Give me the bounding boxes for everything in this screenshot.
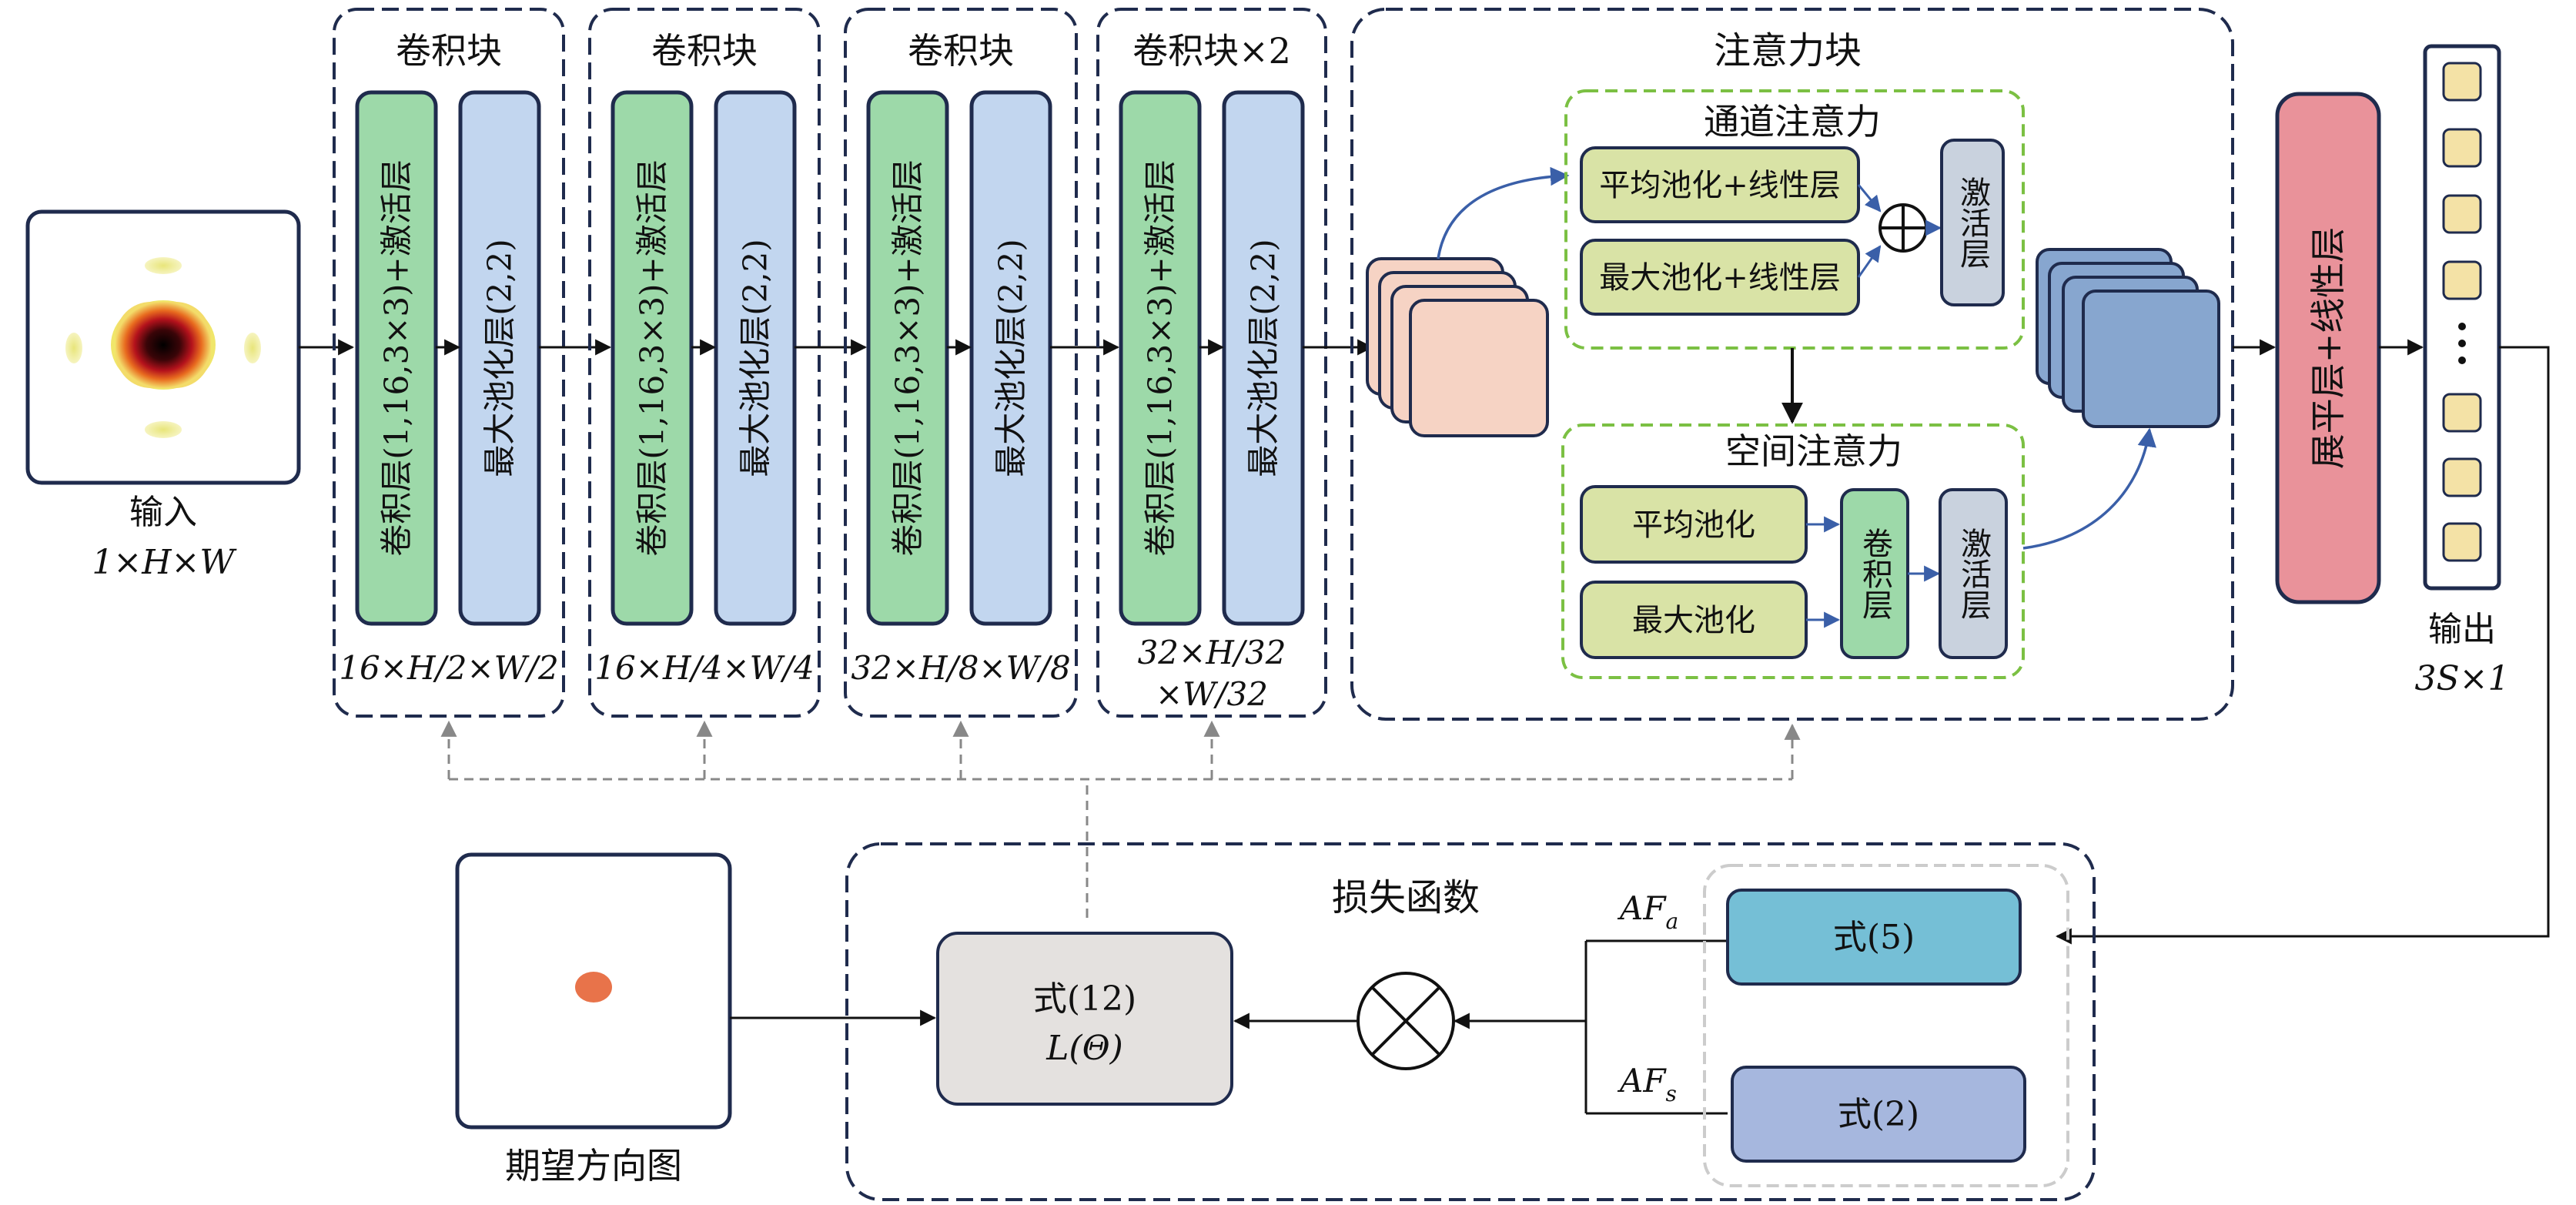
conv-layer-3-label: 卷积层(1,16,3×3)+激活层 — [889, 159, 927, 556]
ellipsis-icon — [2458, 323, 2466, 330]
equation-2-label: 式(2) — [1838, 1095, 1919, 1134]
input-panel: 输入 1×H×W — [25, 209, 301, 582]
flatten-linear-layer: 展平层+线性层 — [2275, 92, 2381, 604]
channel-attention-title: 通道注意力 — [1704, 101, 1881, 142]
output-feature-maps — [2036, 248, 2220, 428]
conv-block-4-dims-line1: 32×H/32 — [1138, 634, 1286, 671]
target-pattern-panel: 期望方向图 — [455, 852, 732, 1187]
output-label: 输出 — [2428, 610, 2496, 649]
spatial-conv-layer-label: 卷积层 — [1857, 527, 1892, 620]
conv-block-4-dims-line2: ×W/32 — [1156, 675, 1268, 713]
pool-layer-4 — [1222, 90, 1305, 626]
input-dims: 1×H×W — [92, 543, 237, 582]
input-beam-pattern-image — [65, 257, 261, 438]
spatial-attention-title: 空间注意力 — [1725, 430, 1902, 472]
conv-block-1-title: 卷积块 — [396, 30, 502, 72]
pool-layer-3 — [969, 90, 1052, 626]
loss-equation-ref: 式(12) — [1033, 979, 1136, 1019]
spatial-activation — [1939, 488, 2008, 659]
channel-activation — [1940, 139, 2005, 306]
feedback-lines — [440, 720, 1801, 918]
multiply-operator-icon — [1357, 972, 1455, 1070]
conv-block-4-title: 卷积块×2 — [1132, 30, 1291, 72]
equation-5-label: 式(5) — [1833, 918, 1915, 957]
output-dims: 3S×1 — [2415, 659, 2510, 698]
spatial-attention: 空间注意力 平均池化 最大池化 卷积层 激活层 — [1561, 423, 2025, 679]
conv-layer-4 — [1119, 90, 1202, 626]
channel-attention: 通道注意力 平均池化+线性层 最大池化+线性层 激活层 — [1564, 89, 2025, 350]
conv-layer-2 — [611, 90, 694, 626]
spatial-activation-label: 激活层 — [1955, 527, 1991, 620]
conv-layer-2-label: 卷积层(1,16,3×3)+激活层 — [634, 159, 671, 556]
pool-layer-2 — [714, 90, 797, 626]
conv-block-4: 卷积块×2 卷积层(1,16,3×3)+激活层 最大池化层(2,2) 32×H/… — [1096, 8, 1327, 718]
loss-symbol: L(Θ) — [1045, 1029, 1123, 1068]
equation-5-box — [1726, 889, 2022, 986]
attention-block: 注意力块 通道注意力 平均池化+线性层 最大池化+线性层 — [1350, 8, 2234, 721]
loss-equation-box — [936, 932, 1233, 1106]
flatten-linear-label: 展平层+线性层 — [2307, 227, 2349, 470]
loss-function-title: 损失函数 — [1332, 876, 1480, 919]
loss-function-block: 损失函数 式(12) L(Θ) AFa AFs 式(5) 式(2) — [845, 842, 2096, 1201]
target-beam-spot — [575, 972, 612, 1002]
conv-block-1: 卷积块 卷积层(1,16,3×3)+激活层 最大池化层(2,2) 16×H/2×… — [333, 8, 565, 718]
channel-max-pool-label: 最大池化+线性层 — [1599, 260, 1841, 296]
pool-layer-2-label: 最大池化层(2,2) — [737, 239, 774, 477]
conv-layer-3 — [866, 90, 949, 626]
conv-layer-4-label: 卷积层(1,16,3×3)+激活层 — [1142, 159, 1179, 556]
conv-block-2: 卷积块 卷积层(1,16,3×3)+激活层 最大池化层(2,2) 16×H/4×… — [588, 8, 821, 718]
conv-block-1-dims: 16×H/2×W/2 — [339, 649, 558, 687]
conv-block-2-title: 卷积块 — [651, 30, 758, 72]
input-feature-maps — [1366, 257, 1549, 437]
af-a-label: AFa — [1617, 889, 1678, 934]
pool-layer-1 — [458, 90, 541, 626]
equation-2-box — [1731, 1066, 2026, 1163]
conv-block-3-dims: 32×H/8×W/8 — [851, 649, 1070, 687]
attention-block-title: 注意力块 — [1714, 29, 1862, 72]
conv-block-2-dims: 16×H/4×W/4 — [594, 649, 814, 687]
conv-layer-1-label: 卷积层(1,16,3×3)+激活层 — [378, 159, 416, 556]
pool-layer-4-label: 最大池化层(2,2) — [1245, 239, 1283, 477]
conv-block-3: 卷积块 卷积层(1,16,3×3)+激活层 最大池化层(2,2) 32×H/8×… — [844, 8, 1078, 718]
target-label: 期望方向图 — [505, 1145, 682, 1187]
spatial-avg-pool-label: 平均池化 — [1632, 507, 1755, 543]
input-label: 输入 — [129, 493, 197, 532]
conv-block-3-title: 卷积块 — [908, 30, 1014, 72]
channel-activation-label: 激活层 — [1955, 176, 1990, 269]
output-vector: 输出 3S×1 — [2415, 44, 2510, 698]
pool-layer-1-label: 最大池化层(2,2) — [481, 239, 519, 477]
add-operator-icon — [1878, 203, 1928, 253]
channel-avg-pool-label: 平均池化+线性层 — [1599, 168, 1841, 203]
conv-layer-1 — [355, 90, 438, 626]
spatial-max-pool-label: 最大池化 — [1632, 603, 1755, 638]
pool-layer-3-label: 最大池化层(2,2) — [992, 239, 1030, 477]
af-s-label: AFs — [1617, 1062, 1677, 1106]
